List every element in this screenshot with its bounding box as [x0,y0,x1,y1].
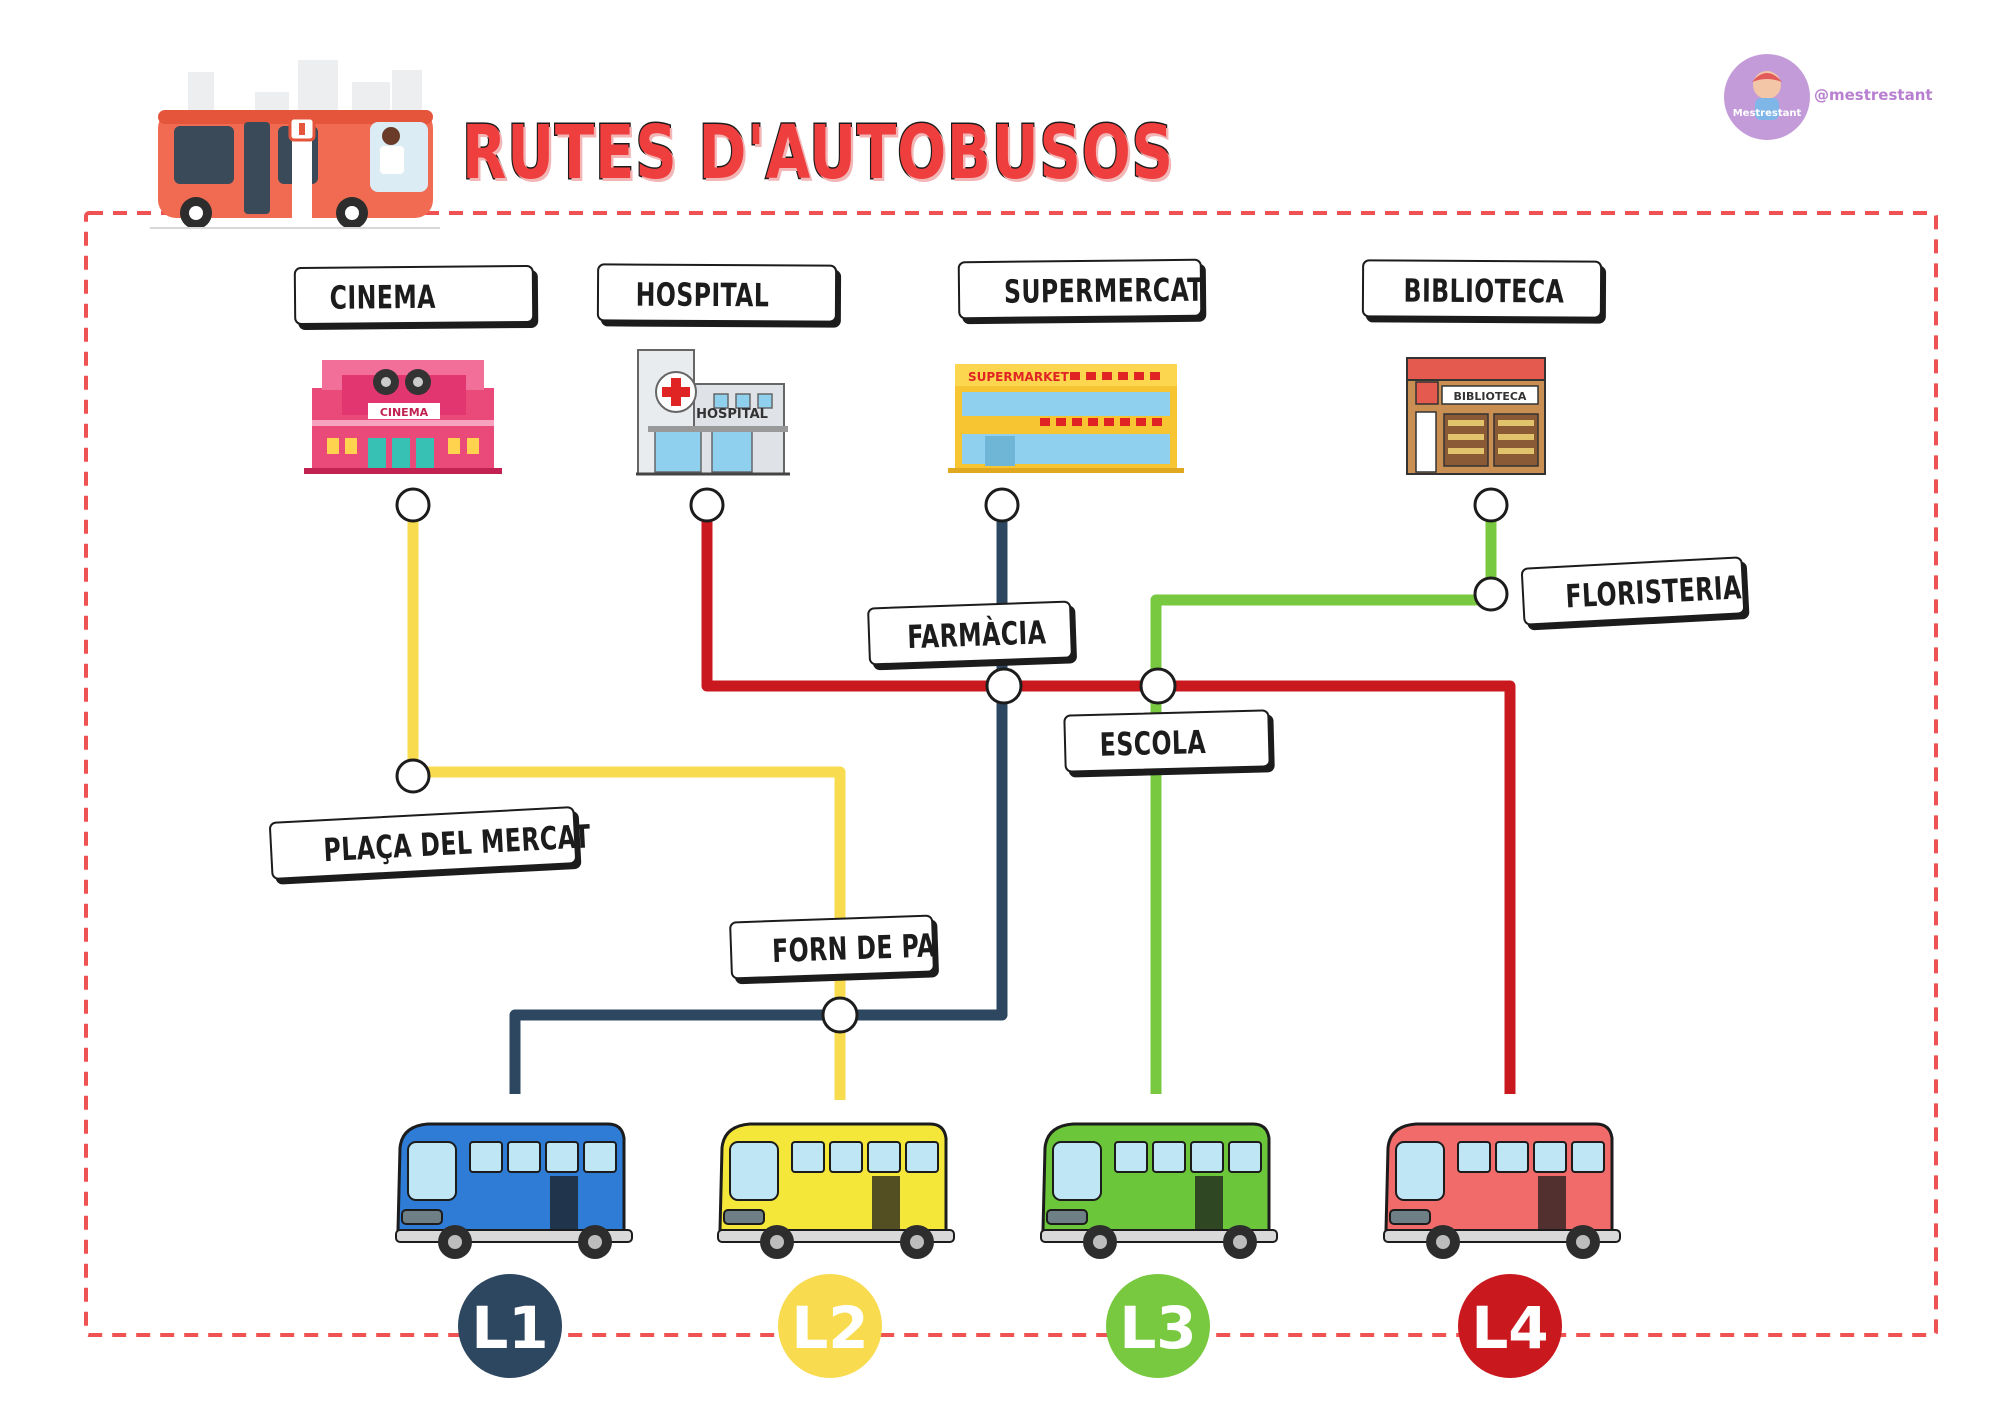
page-title: RUTES D'AUTOBUSOS [461,109,1174,198]
line-badge-l4: L4 [1458,1274,1562,1378]
stop-circle-biblioteca [1473,487,1509,523]
stop-circle-farmacia [985,667,1023,705]
bus-l1-icon [395,1122,633,1259]
header-bus-icon [150,60,440,229]
author-handle: @mestrestant [1814,86,1933,104]
line-badge-label: L3 [1119,1294,1196,1362]
line-badge-l1: L1 [458,1274,562,1378]
label-biblioteca: BIBLIOTECA [1361,259,1603,319]
logo-text: Mestrestant [1733,108,1802,119]
label-supermercat: SUPERMERCAT [957,258,1204,320]
line-badge-l3: L3 [1106,1274,1210,1378]
line-l3-route [1150,505,1497,1094]
stop-circles [395,487,1509,1034]
cinema-sign: CINEMA [380,406,429,419]
mestrestant-logo: Mestrestant [1724,54,1810,140]
cinema-building-icon: CINEMA [304,360,502,474]
bus-l4-icon [1383,1122,1621,1259]
line-badge-label: L4 [1471,1294,1548,1362]
line-l4-route [701,505,1516,1094]
label-floristeria: FLORISTERIA [1520,556,1746,626]
hospital-building-icon: HOSPITAL [636,349,790,476]
stop-circle-cinema [395,487,431,523]
dashed-frame [84,211,1938,1337]
route-lines [407,505,1516,1100]
stop-circle-hospital [689,487,725,523]
stop-circle-escola [1139,667,1177,705]
supermercat-sign: SUPERMARKET [968,370,1070,384]
label-escola: ESCOLA [1063,709,1271,773]
label-farmacia: FARMÀCIA [867,600,1073,666]
line-l1-route [509,505,1008,1094]
biblioteca-building-icon: BIBLIOTECA [1406,357,1546,475]
label-cinema: CINEMA [293,264,535,326]
hospital-sign: HOSPITAL [696,407,768,422]
label-forn: FORN DE PA [729,914,936,980]
stop-circle-placa [395,758,431,794]
line-badge-label: L2 [791,1294,868,1362]
label-hospital: HOSPITAL [596,263,838,323]
supermercat-building-icon: SUPERMARKET [948,364,1184,473]
stop-circle-floristeria [1473,576,1509,612]
bus-l2-icon [717,1122,955,1259]
bus-l3-icon [1040,1122,1278,1259]
stop-circle-supermercat [984,487,1020,523]
line-badge-l2: L2 [778,1274,882,1378]
biblioteca-sign: BIBLIOTECA [1454,390,1527,403]
stop-circle-forn [821,996,859,1034]
line-badge-label: L1 [471,1294,548,1362]
